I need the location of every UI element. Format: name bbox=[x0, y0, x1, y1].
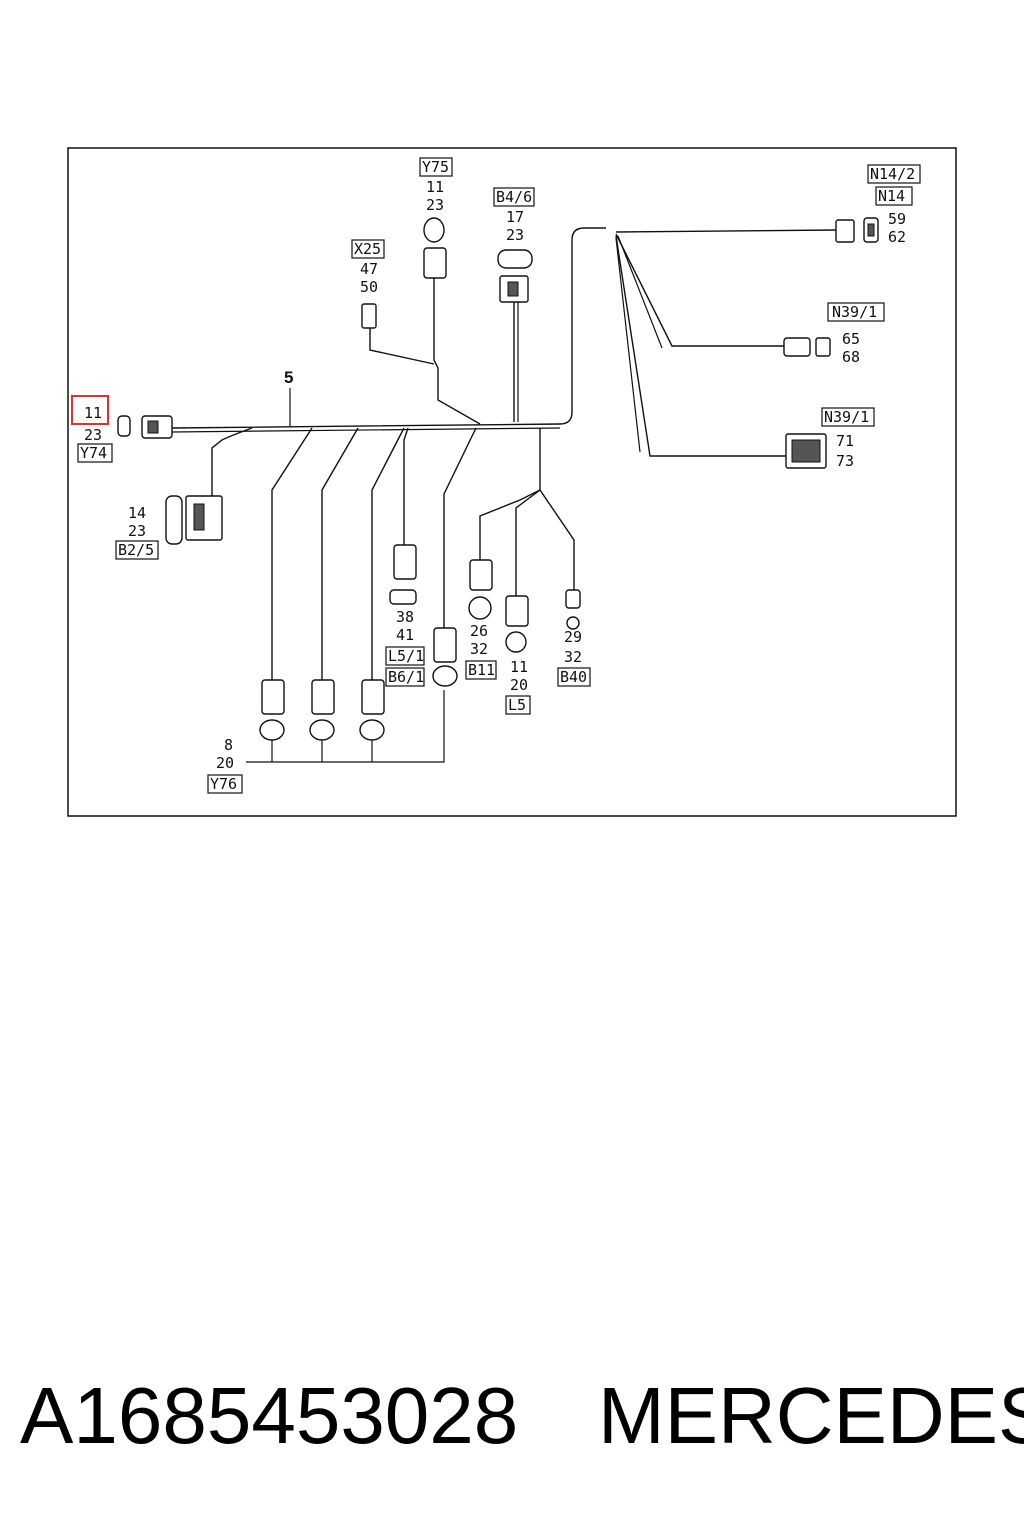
y76-label: Y76 bbox=[210, 775, 237, 793]
n14-2-pin-1: 59 bbox=[888, 210, 906, 228]
y74-pin-2: 23 bbox=[84, 426, 102, 444]
connector-l5: 11 20 L5 bbox=[505, 595, 531, 715]
n14-2-label: N14/2 bbox=[870, 165, 915, 183]
b2-5-label: B2/5 bbox=[118, 541, 154, 559]
y75-label: Y75 bbox=[422, 158, 449, 176]
brand-name: MERCEDES bbox=[598, 1371, 1024, 1460]
b4-6-label: B4/6 bbox=[496, 188, 532, 206]
y75-pin-1: 11 bbox=[426, 178, 444, 196]
b40-label: B40 bbox=[560, 668, 587, 686]
x25-pin-2: 50 bbox=[360, 278, 378, 296]
b40-pin-2: 32 bbox=[564, 648, 582, 666]
n14-label: N14 bbox=[878, 187, 905, 205]
connector-y75: Y75 11 23 bbox=[419, 157, 453, 279]
main-trunk bbox=[171, 227, 837, 457]
connector-n14-2: N14/2 N14 59 62 bbox=[835, 164, 921, 246]
connector-b4-6: B4/6 17 23 bbox=[493, 187, 535, 303]
x25-label: X25 bbox=[354, 240, 381, 258]
connector-b11: 26 32 B11 bbox=[465, 559, 497, 680]
y76-pin-2: 20 bbox=[216, 754, 234, 772]
y74-pin-1: 11 bbox=[84, 404, 102, 422]
b11-pin-2: 32 bbox=[470, 640, 488, 658]
connector-x25: X25 47 50 bbox=[351, 239, 385, 329]
n14-2-pin-2: 62 bbox=[888, 228, 906, 246]
n39-1b-pin-2: 73 bbox=[836, 452, 854, 470]
n39-1a-label: N39/1 bbox=[832, 303, 877, 321]
b11-pin-1: 26 bbox=[470, 622, 488, 640]
n39-1a-pin-2: 68 bbox=[842, 348, 860, 366]
left-branches bbox=[211, 427, 575, 763]
connector-l5-1: 38 41 L5/1 B6/1 bbox=[385, 544, 458, 687]
highlight-box bbox=[71, 395, 109, 425]
y75-pin-2: 23 bbox=[426, 196, 444, 214]
b6-1-label: B6/1 bbox=[388, 668, 424, 686]
l5-label: L5 bbox=[508, 696, 526, 714]
n39-1a-pin-1: 65 bbox=[842, 330, 860, 348]
l5-pin-1: 11 bbox=[510, 658, 528, 676]
b11-label: B11 bbox=[468, 661, 495, 679]
n39-1b-label: N39/1 bbox=[824, 408, 869, 426]
diagram-frame bbox=[67, 147, 957, 817]
connector-b2-5: 14 23 B2/5 bbox=[115, 495, 223, 560]
b2-5-pin-2: 23 bbox=[128, 522, 146, 540]
n39-1b-pin-1: 71 bbox=[836, 432, 854, 450]
footer: A1685453028 MERCEDES bbox=[0, 1370, 1024, 1470]
b4-6-pin-1: 17 bbox=[506, 208, 524, 226]
l5-1-pin-2: 41 bbox=[396, 626, 414, 644]
harness-number: 5 bbox=[284, 368, 293, 387]
b4-6-pin-2: 23 bbox=[506, 226, 524, 244]
y74-label: Y74 bbox=[80, 444, 107, 462]
b40-pin-1: 29 bbox=[564, 628, 582, 646]
connector-y74: 11 23 Y74 bbox=[71, 395, 173, 463]
x25-pin-1: 47 bbox=[360, 260, 378, 278]
l5-pin-2: 20 bbox=[510, 676, 528, 694]
l5-1-label: L5/1 bbox=[388, 647, 424, 665]
b2-5-pin-1: 14 bbox=[128, 504, 146, 522]
connector-n39-1-a: N39/1 65 68 bbox=[783, 302, 885, 366]
part-number: A1685453028 bbox=[20, 1371, 519, 1460]
connectors-y76-group: 8 20 Y76 bbox=[207, 679, 385, 794]
y76-pin-1: 8 bbox=[224, 736, 233, 754]
connector-b40: 29 32 B40 bbox=[557, 589, 591, 687]
connector-n39-1-b: N39/1 71 73 bbox=[785, 407, 875, 470]
l5-1-pin-1: 38 bbox=[396, 608, 414, 626]
